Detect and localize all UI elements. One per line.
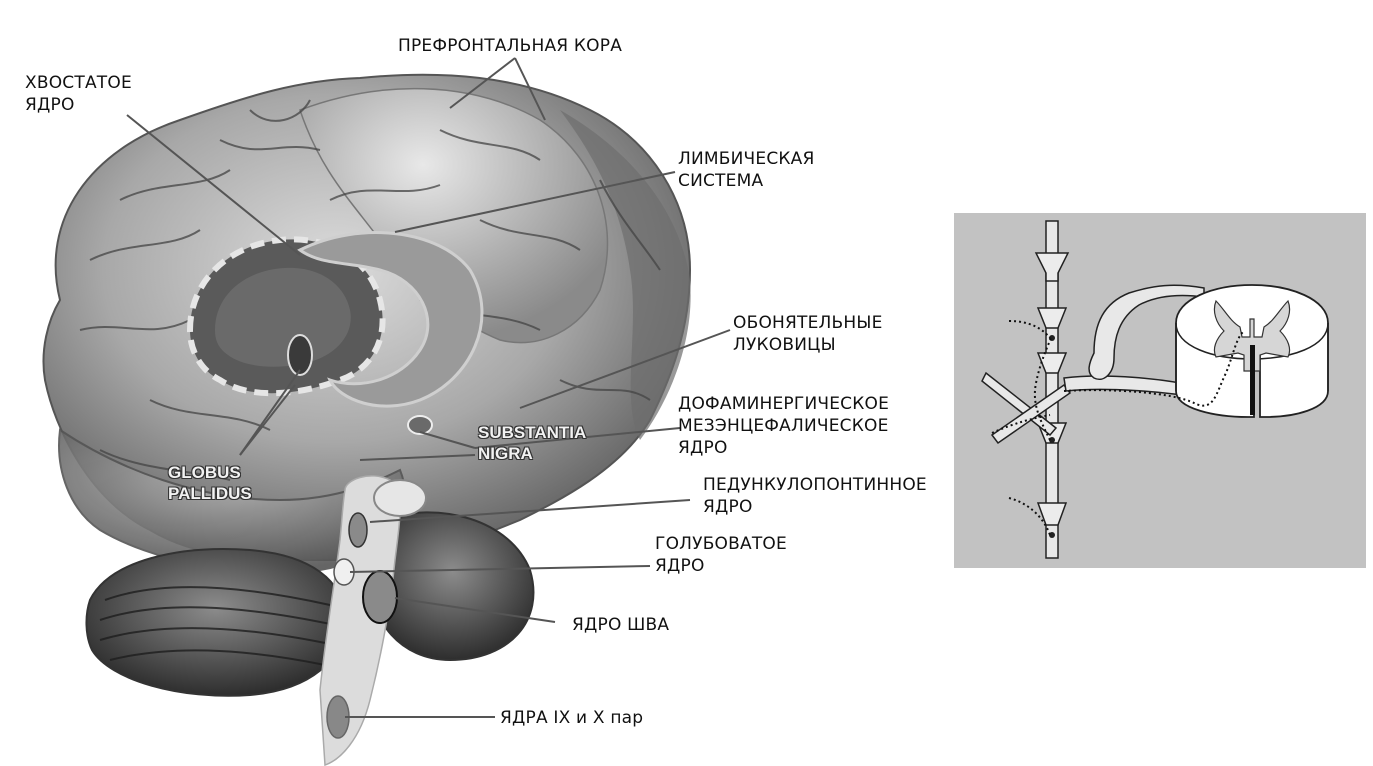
globus-pallidus-shape	[288, 335, 312, 375]
label-raphe-nucleus: ЯДРО ШВА	[572, 614, 669, 636]
spinal-cord-panel	[954, 213, 1366, 568]
pedunculopontine-nucleus-shape	[349, 513, 367, 547]
label-substantia-nigra: SUBSTANTIA NIGRA	[478, 422, 586, 464]
raphe-nucleus-shape	[363, 571, 397, 623]
label-globus-pallidus: GLOBUS PALLIDUS	[168, 462, 252, 504]
spinal-cord-diagram	[954, 213, 1366, 568]
brain-illustration	[0, 0, 954, 766]
label-nuclei-ix-x: ЯДРА IX и X пар	[500, 707, 643, 729]
label-limbic-system: ЛИМБИЧЕСКАЯ СИСТЕМА	[678, 148, 815, 192]
label-dopaminergic-nucleus: ДОФАМИНЕРГИЧЕСКОЕ МЕЗЭНЦЕФАЛИЧЕСКОЕ ЯДРО	[678, 393, 889, 459]
label-locus-coeruleus: ГОЛУБОВАТОЕ ЯДРО	[655, 533, 787, 577]
label-prefrontal-cortex: ПРЕФРОНТАЛЬНАЯ КОРА	[398, 35, 622, 57]
spinal-cord-cross-section	[1176, 285, 1328, 417]
label-olfactory-bulbs: ОБОНЯТЕЛЬНЫЕ ЛУКОВИЦЫ	[733, 312, 883, 356]
cerebellum	[86, 549, 345, 696]
label-caudate-nucleus: ХВОСТАТОЕ ЯДРО	[25, 72, 132, 116]
label-pedunculopontine-nucleus: ПЕДУНКУЛОПОНТИННОЕ ЯДРО	[703, 474, 927, 518]
